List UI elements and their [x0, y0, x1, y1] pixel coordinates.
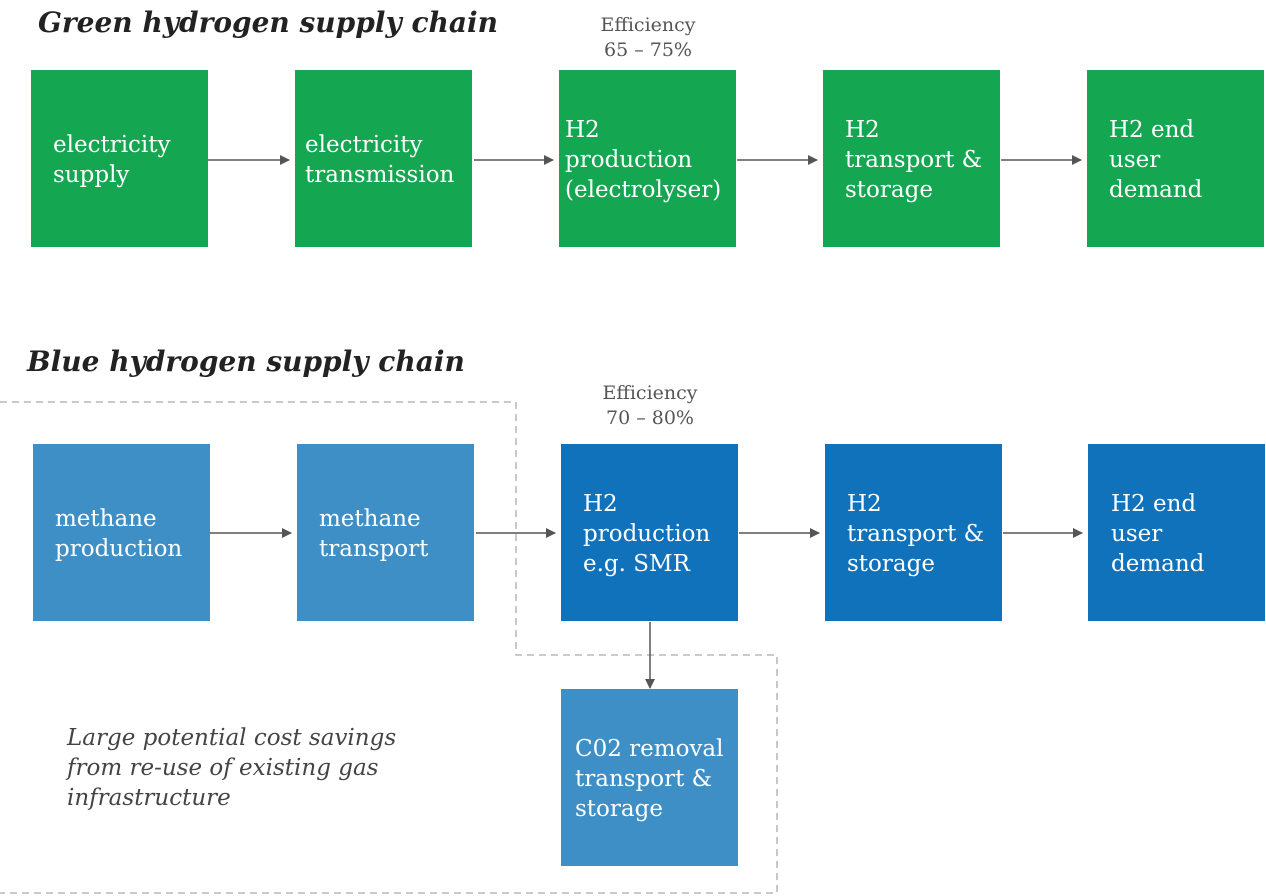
box-line: H2 — [847, 490, 882, 517]
box-line: H2 — [583, 490, 618, 517]
box-line: H2 end — [1111, 490, 1197, 517]
co2-removal-box: C02 removal transport & storage — [561, 689, 738, 866]
box-line: transport & — [845, 146, 983, 173]
note-line: infrastructure — [67, 785, 231, 811]
box-line: demand — [1109, 176, 1203, 203]
box-line: electricity — [53, 131, 171, 158]
efficiency-label: Efficiency — [602, 382, 698, 404]
green-box-h2-production: H2 production (electrolyser) — [559, 70, 736, 247]
blue-box-h2-production: H2 production e.g. SMR — [561, 444, 738, 621]
box-line: production — [565, 146, 693, 173]
blue-box-methane-transport: methane transport — [297, 444, 474, 621]
efficiency-value: 70 – 80% — [606, 407, 694, 429]
note-line: from re-use of existing gas — [67, 755, 379, 781]
box-line: production — [55, 535, 183, 562]
blue-chain-title: Blue hydrogen supply chain — [27, 345, 465, 378]
box-line: C02 removal — [575, 735, 724, 762]
box-line: transport & — [575, 765, 713, 792]
efficiency-value: 65 – 75% — [604, 39, 692, 61]
box-line: e.g. SMR — [583, 550, 690, 577]
box-line: transport & — [847, 520, 985, 547]
box-line: H2 end — [1109, 116, 1195, 143]
box-line: supply — [53, 161, 130, 188]
green-box-electricity-supply: electricity supply — [31, 70, 208, 247]
box-line: production — [583, 520, 711, 547]
efficiency-label: Efficiency — [600, 14, 696, 36]
box-line: methane — [319, 505, 421, 532]
reuse-savings-note: Large potential cost savings from re-use… — [67, 723, 396, 813]
box-line: user — [1111, 520, 1163, 547]
box-line: transmission — [305, 161, 455, 188]
box-line: transport — [319, 535, 429, 562]
blue-box-methane-production: methane production — [33, 444, 210, 621]
green-efficiency-label: Efficiency 65 – 75% — [548, 13, 748, 63]
box-line: storage — [845, 176, 933, 203]
box-line: user — [1109, 146, 1161, 173]
box-line: storage — [575, 795, 663, 822]
blue-box-h2-end-user-demand: H2 end user demand — [1088, 444, 1265, 621]
box-line: storage — [847, 550, 935, 577]
note-line: Large potential cost savings — [67, 725, 397, 751]
box-line: (electrolyser) — [565, 176, 722, 203]
blue-efficiency-label: Efficiency 70 – 80% — [550, 381, 750, 431]
reuse-region-dashed-border — [0, 401, 778, 894]
box-line: electricity — [305, 131, 423, 158]
green-box-h2-end-user-demand: H2 end user demand — [1087, 70, 1264, 247]
box-line: H2 — [845, 116, 880, 143]
box-line: demand — [1111, 550, 1205, 577]
box-line: H2 — [565, 116, 600, 143]
blue-box-h2-transport-storage: H2 transport & storage — [825, 444, 1002, 621]
green-chain-title: Green hydrogen supply chain — [38, 6, 499, 39]
box-line: methane — [55, 505, 157, 532]
green-box-electricity-transmission: electricity transmission — [295, 70, 472, 247]
green-box-h2-transport-storage: H2 transport & storage — [823, 70, 1000, 247]
